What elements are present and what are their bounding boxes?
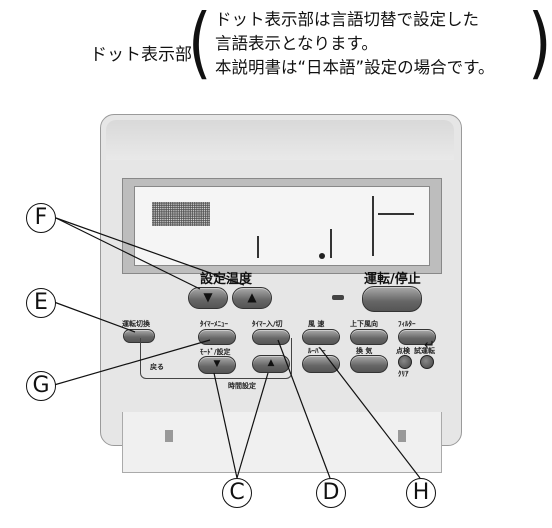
up-down-wind-label: 上下風向 <box>350 320 378 328</box>
filter-button[interactable] <box>398 329 436 345</box>
run-stop-button[interactable] <box>362 286 422 312</box>
note-line-3: 本説明書は“日本語”設定の場合です。 <box>215 58 495 77</box>
check-label: 点検 <box>396 347 410 355</box>
run-switch-label: 運転切換 <box>122 320 150 328</box>
fan-speed-button[interactable] <box>302 329 340 345</box>
note-line-1: ドット表示部は言語切替で設定した <box>215 10 479 29</box>
temp-up-button[interactable]: ▲ <box>232 287 272 309</box>
callout-H: H <box>406 478 436 508</box>
callout-C: C <box>222 478 252 508</box>
mode-down-button[interactable]: ▼ <box>198 356 236 374</box>
callout-G: G <box>26 371 56 401</box>
housing-top-shade <box>106 120 454 160</box>
triangle-down-icon: ▼ <box>203 290 213 304</box>
callout-D: D <box>316 478 346 508</box>
leader-H <box>319 347 421 479</box>
up-down-wind-button[interactable] <box>350 329 388 345</box>
triangle-up-icon: ▲ <box>247 290 257 304</box>
lcd-segment-2 <box>330 229 332 258</box>
callout-E: E <box>26 288 56 318</box>
fan-speed-label: 風 速 <box>308 320 325 328</box>
mode-setting-label: ﾓｰﾄﾞ/設定 <box>200 348 231 356</box>
housing-bottom-cover <box>122 412 442 473</box>
lcd-segment-1 <box>257 236 259 258</box>
note-line-2: 言語表示となります。 <box>215 34 378 53</box>
clear-label: ｸﾘｱ <box>398 370 409 378</box>
leader-G <box>53 339 211 386</box>
right-paren: ) <box>528 0 552 89</box>
clip-right <box>398 430 406 442</box>
test-run-button[interactable] <box>420 355 434 369</box>
temp-down-button[interactable]: ▼ <box>188 287 228 309</box>
enter-arrow-icon: ↵ <box>424 338 435 353</box>
callout-F: F <box>26 203 56 233</box>
filter-label: ﾌｨﾙﾀｰ <box>398 320 416 328</box>
lcd-segment-4 <box>378 213 414 215</box>
lcd-segment-3 <box>372 196 374 256</box>
dot-display-label: ドット表示部 <box>90 45 192 65</box>
leader-F-2 <box>55 217 245 286</box>
timer-input-label: ﾀｲﾏｰ入/切 <box>252 320 283 328</box>
status-led <box>332 295 344 300</box>
leader-C-1 <box>213 372 238 479</box>
left-paren: ( <box>188 0 212 89</box>
timer-group-bracket <box>140 338 292 379</box>
run-switch-button[interactable] <box>123 329 155 343</box>
lcd-display <box>134 186 430 266</box>
back-label: 戻る <box>150 363 164 371</box>
leader-E <box>53 301 136 333</box>
louver-label: ﾙｰﾊﾞｰ <box>308 347 326 355</box>
lcd-dot <box>319 253 325 259</box>
timer-onoff-button[interactable] <box>252 329 290 345</box>
run-stop-label: 運転/停止 <box>364 272 421 287</box>
timer-menu-label: ﾀｲﾏｰﾒﾆｭｰ <box>200 320 228 328</box>
clip-left <box>165 430 173 442</box>
time-setting-label: 時間設定 <box>228 382 256 390</box>
ventilation-button[interactable] <box>350 355 388 373</box>
check-button[interactable] <box>398 355 412 369</box>
louver-button[interactable] <box>302 355 340 373</box>
leader-C-2 <box>236 372 269 479</box>
leader-D <box>277 339 331 479</box>
triangle-down-icon: ▼ <box>213 359 221 369</box>
ventilation-label: 換 気 <box>356 347 373 355</box>
test-run-label: 試運転 <box>414 347 435 355</box>
triangle-up-icon: ▲ <box>267 358 275 368</box>
mode-up-button[interactable]: ▲ <box>252 355 290 373</box>
leader-F-1 <box>55 217 201 290</box>
dot-matrix-area <box>152 202 210 226</box>
